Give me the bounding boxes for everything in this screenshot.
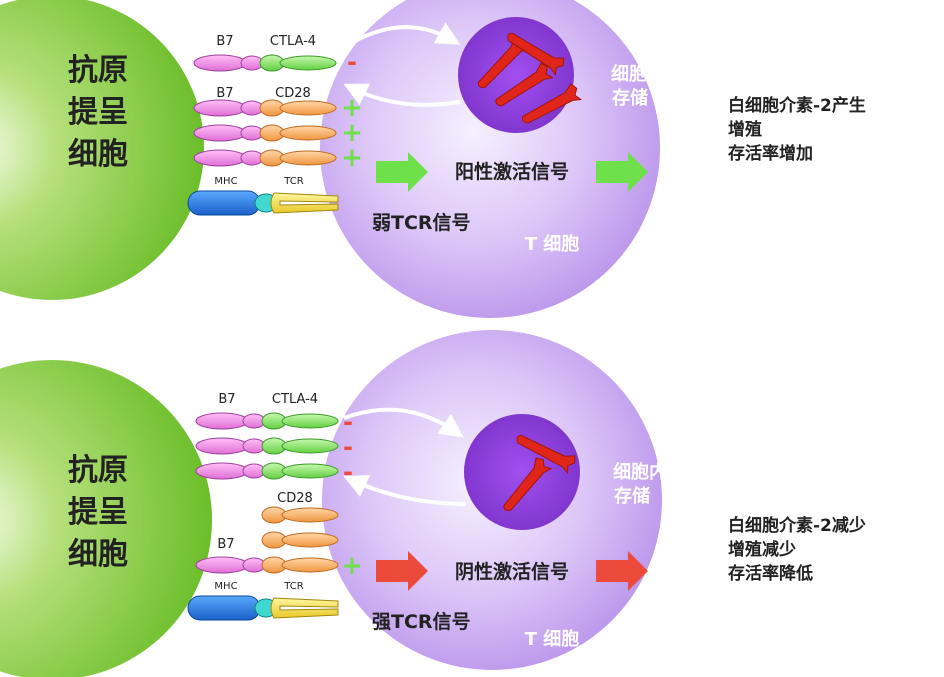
mhc-tcr-complex [187, 595, 339, 621]
b7-label: B7 [218, 392, 235, 407]
cd28-molecule [261, 556, 339, 574]
b7-molecule [193, 124, 264, 142]
outcome-line: 增殖 [728, 119, 762, 140]
tcr-label: TCR [283, 176, 304, 187]
vesicle-2 [464, 414, 580, 530]
b7-molecule [193, 99, 264, 117]
tcell-label: T 细胞 [525, 233, 580, 255]
outcome-line: 白细胞介素-2产生 [728, 95, 866, 116]
panel-2: B7 CTLA-4 CD28 B7 MHC TCR - - - + 阴性激活信号… [0, 330, 866, 677]
b7-molecule [195, 412, 266, 430]
signal-label: 阴性激活信号 [455, 560, 569, 583]
ctla4-molecule [261, 462, 339, 480]
recycle-arrow-out [343, 407, 464, 438]
ctla4-label: CTLA-4 [272, 392, 318, 407]
signal-arrow-left [376, 152, 428, 192]
apc-cell-1 [0, 0, 204, 300]
plus-sign: + [341, 551, 363, 581]
mhc-label: MHC [214, 581, 237, 592]
minus-sign: - [343, 408, 353, 436]
outcome-line: 增殖减少 [728, 539, 796, 560]
apc-cell-2 [0, 360, 212, 677]
apc-label-line: 细胞 [68, 137, 128, 172]
outcome-line: 白细胞介素-2减少 [728, 515, 866, 536]
apc-label-line: 提呈 [68, 95, 128, 130]
b7-label: B7 [216, 86, 233, 101]
plus-sign: + [341, 118, 363, 148]
cd28-molecule [259, 99, 337, 117]
b7-molecule [195, 462, 266, 480]
cd28-molecule [261, 506, 339, 524]
storage-label-line: 细胞内 [611, 63, 665, 85]
signal-arrow-left [376, 551, 428, 591]
outcome-line: 存活率降低 [728, 563, 813, 584]
ctla4-molecule [259, 54, 337, 72]
cd28-molecule [261, 531, 339, 549]
vesicle-1 [458, 17, 574, 133]
tcr-label: TCR [283, 581, 304, 592]
signal-arrow-right [596, 551, 648, 591]
mhc-label: MHC [214, 176, 237, 187]
apc-label-line: 抗原 [68, 53, 128, 88]
mhc-tcr-complex [187, 190, 339, 216]
tcr-signal-label: 弱TCR信号 [372, 211, 471, 234]
ctla4-molecule [261, 437, 339, 455]
tcell-label: T 细胞 [525, 628, 580, 650]
b7-label: B7 [217, 537, 234, 552]
cd28-molecule [259, 149, 337, 167]
minus-sign: - [343, 458, 353, 486]
plus-sign: + [341, 143, 363, 173]
b7-molecule [193, 149, 264, 167]
t-cell-1 [320, 0, 660, 318]
b7-molecule [193, 54, 264, 72]
storage-label-line: 存储 [614, 485, 650, 507]
apc-label-line: 抗原 [68, 453, 128, 488]
minus-sign: - [343, 433, 353, 461]
apc-label-line: 提呈 [68, 495, 128, 530]
cd28-label: CD28 [277, 491, 313, 506]
storage-label-line: 存储 [612, 87, 648, 109]
signal-arrow-right [596, 152, 648, 192]
recycle-arrow-out [338, 22, 461, 52]
b7-molecule [195, 556, 266, 574]
outcome-line: 存活率增加 [728, 143, 813, 164]
b7-label: B7 [216, 34, 233, 49]
signal-label: 阳性激活信号 [455, 160, 569, 183]
apc-label-line: 细胞 [68, 537, 128, 572]
b7-molecule [195, 437, 266, 455]
panel-1: B7 CTLA-4 B7 CD28 MHC TCR - + + + 阳性激活信号… [0, 0, 866, 318]
recycle-arrow-in [343, 83, 461, 107]
recycle-arrow-in [343, 475, 467, 506]
cd28-label: CD28 [275, 86, 311, 101]
cd28-molecule [259, 124, 337, 142]
ctla4-molecule [261, 412, 339, 430]
tcr-signal-label: 强TCR信号 [372, 610, 471, 633]
plus-sign: + [341, 93, 363, 123]
minus-sign: - [347, 48, 357, 76]
storage-label-line: 细胞内 [613, 461, 667, 483]
ctla4-label: CTLA-4 [270, 34, 316, 49]
